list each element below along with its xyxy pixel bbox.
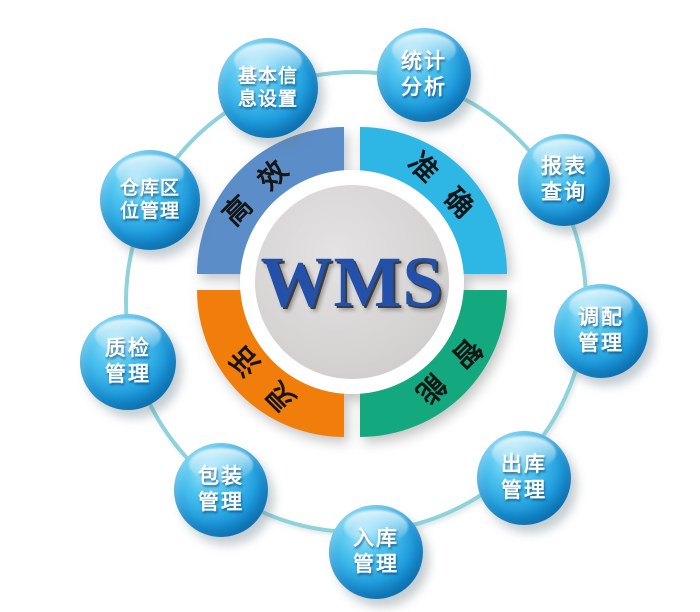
bubble-gloss: [95, 318, 161, 354]
bubble-report-query: 报表 查询: [518, 134, 610, 226]
center-title: WMS: [260, 241, 444, 322]
bubble-label-line: 位管理: [119, 201, 180, 222]
bubble-basic-info-setup: 基本信 息设置: [218, 38, 318, 138]
bubble-label-line: 入库: [353, 527, 399, 551]
bubble-label-line: 包装: [198, 465, 244, 489]
bubble-gloss: [492, 435, 556, 470]
bubble-packaging-management: 包装 管理: [174, 443, 268, 537]
bubble-label-line: 管理: [198, 491, 244, 514]
wms-core-wheel: WMS 高效 准确 智能 灵活: [197, 127, 507, 437]
bubble-label-line: 查询: [541, 181, 587, 204]
bubble-allocation-management: 调配 管理: [554, 284, 648, 378]
bubble-inbound-management: 入库 管理: [329, 505, 423, 599]
bubble-statistical-analysis: 统计 分析: [377, 28, 471, 122]
bubble-label-line: 管理: [501, 479, 547, 502]
bubble-gloss: [234, 43, 302, 79]
bubble-gloss: [392, 32, 456, 67]
bubble-label-line: 仓库区: [119, 177, 180, 199]
bubble-label-line: 管理: [105, 363, 151, 386]
bubble-gloss: [569, 288, 633, 323]
bubble-warehouse-location-management: 仓库区 位管理: [100, 150, 200, 250]
bubble-gloss: [116, 155, 184, 191]
bubble-label-line: 息设置: [237, 89, 298, 110]
bubble-label-line: 分析: [401, 76, 447, 99]
bubble-label-line: 管理: [578, 332, 624, 355]
bubble-outbound-management: 出库 管理: [477, 431, 571, 525]
bubble-label-line: 调配: [578, 306, 624, 330]
bubble-label-line: 统计: [401, 50, 447, 74]
bubble-label-line: 报表: [541, 155, 587, 179]
bubble-label-line: 基本信: [237, 65, 298, 87]
bubble-gloss: [189, 447, 253, 482]
bubble-label-line: 质检: [105, 337, 151, 361]
center-hub-circle: WMS: [255, 185, 449, 379]
bubble-label-line: 出库: [501, 453, 547, 477]
bubble-gloss: [344, 509, 408, 544]
bubble-quality-inspection-management: 质检 管理: [80, 314, 176, 410]
bubble-gloss: [532, 138, 596, 172]
bubble-label-line: 管理: [353, 553, 399, 576]
